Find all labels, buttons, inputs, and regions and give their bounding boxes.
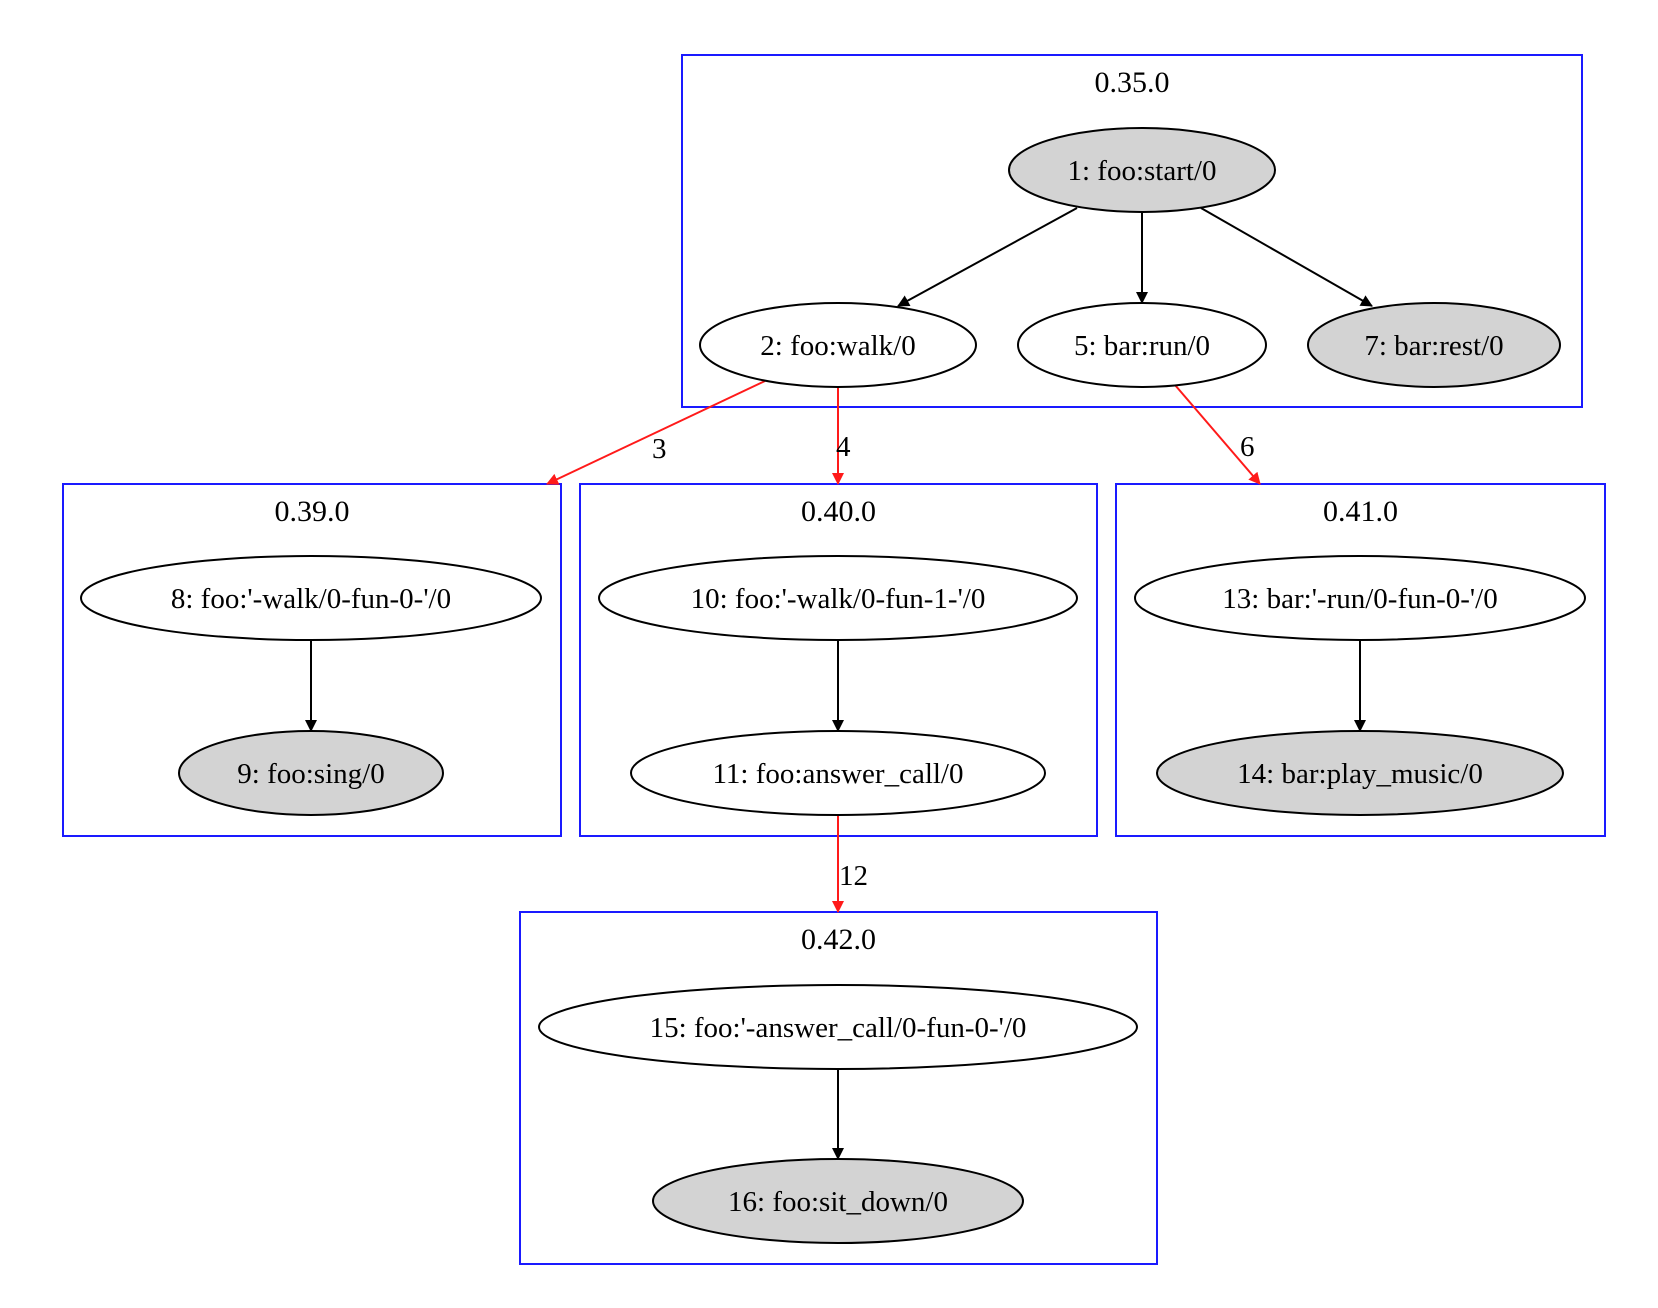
node-ellipse[interactable] <box>178 730 444 816</box>
node-ellipse[interactable] <box>1307 302 1561 388</box>
node-n1[interactable]: 1: foo:start/0 <box>1008 127 1276 213</box>
edge-e2-c040: 4 <box>832 387 851 485</box>
edge-e5-c041: 6 <box>1174 384 1261 485</box>
node-n7[interactable]: 7: bar:rest/0 <box>1307 302 1561 388</box>
node-n2[interactable]: 2: foo:walk/0 <box>699 302 977 388</box>
node-label: 7: bar:rest/0 <box>1364 330 1503 362</box>
node-ellipse[interactable] <box>598 555 1078 641</box>
node-n15[interactable]: 15: foo:'-answer_call/0-fun-0-'/0 <box>538 984 1138 1070</box>
node-label: 8: foo:'-walk/0-fun-0-'/0 <box>171 583 451 615</box>
node-n8[interactable]: 8: foo:'-walk/0-fun-0-'/0 <box>80 555 542 641</box>
node-label: 1: foo:start/0 <box>1067 155 1216 187</box>
cluster-title: 0.40.0 <box>801 495 876 528</box>
node-label: 5: bar:run/0 <box>1074 330 1210 362</box>
edge-label: 6 <box>1240 431 1255 463</box>
node-n14[interactable]: 14: bar:play_music/0 <box>1156 730 1564 816</box>
edge-label: 4 <box>836 431 851 463</box>
cluster-box <box>681 54 1583 408</box>
edge-label: 12 <box>839 860 868 892</box>
nodes-layer: 1: foo:start/0 2: foo:walk/0 5: bar:run/0 7… <box>80 127 1586 1244</box>
node-ellipse[interactable] <box>1134 555 1586 641</box>
cluster-title: 0.41.0 <box>1323 495 1398 528</box>
edge-arrow <box>1200 207 1373 307</box>
cluster-box <box>62 483 562 837</box>
cluster-title: 0.39.0 <box>275 495 350 528</box>
cluster-box <box>1115 483 1606 837</box>
cluster-c035: 0.35.0 <box>681 54 1583 408</box>
node-n16[interactable]: 16: foo:sit_down/0 <box>652 1158 1024 1244</box>
node-label: 16: foo:sit_down/0 <box>728 1186 948 1218</box>
node-ellipse[interactable] <box>1008 127 1276 213</box>
node-ellipse[interactable] <box>630 730 1046 816</box>
node-ellipse[interactable] <box>652 1158 1024 1244</box>
node-ellipse[interactable] <box>699 302 977 388</box>
edge-label: 3 <box>652 433 667 465</box>
node-n9[interactable]: 9: foo:sing/0 <box>178 730 444 816</box>
clusters-layer: 0.35.0 0.39.0 0.40.0 0.41.0 0.42.0 <box>62 54 1606 1265</box>
edges-layer: 3 4 6 12 <box>305 207 1373 1160</box>
cluster-c041: 0.41.0 <box>1115 483 1606 837</box>
cluster-title: 0.42.0 <box>801 923 876 956</box>
node-ellipse[interactable] <box>538 984 1138 1070</box>
node-n13[interactable]: 13: bar:'-run/0-fun-0-'/0 <box>1134 555 1586 641</box>
edge-e1-2 <box>897 207 1078 307</box>
node-label: 2: foo:walk/0 <box>760 330 915 362</box>
node-ellipse[interactable] <box>80 555 542 641</box>
node-ellipse[interactable] <box>1017 302 1267 388</box>
edge-e11-c042: 12 <box>832 815 868 913</box>
node-label: 13: bar:'-run/0-fun-0-'/0 <box>1222 583 1497 615</box>
cross-edge-arrow <box>546 380 766 485</box>
node-label: 10: foo:'-walk/0-fun-1-'/0 <box>691 583 986 615</box>
node-label: 15: foo:'-answer_call/0-fun-0-'/0 <box>650 1012 1027 1044</box>
node-n10[interactable]: 10: foo:'-walk/0-fun-1-'/0 <box>598 555 1078 641</box>
node-label: 14: bar:play_music/0 <box>1237 758 1483 790</box>
node-n5[interactable]: 5: bar:run/0 <box>1017 302 1267 388</box>
node-ellipse[interactable] <box>1156 730 1564 816</box>
cross-edge-arrow <box>1174 384 1261 485</box>
node-n11[interactable]: 11: foo:answer_call/0 <box>630 730 1046 816</box>
cluster-title: 0.35.0 <box>1095 66 1170 99</box>
node-label: 9: foo:sing/0 <box>237 758 384 790</box>
edge-arrow <box>897 207 1078 307</box>
node-label: 11: foo:answer_call/0 <box>713 758 964 790</box>
edge-e2-c039: 3 <box>546 380 766 485</box>
edge-e1-7 <box>1200 207 1373 307</box>
cluster-c039: 0.39.0 <box>62 483 562 837</box>
